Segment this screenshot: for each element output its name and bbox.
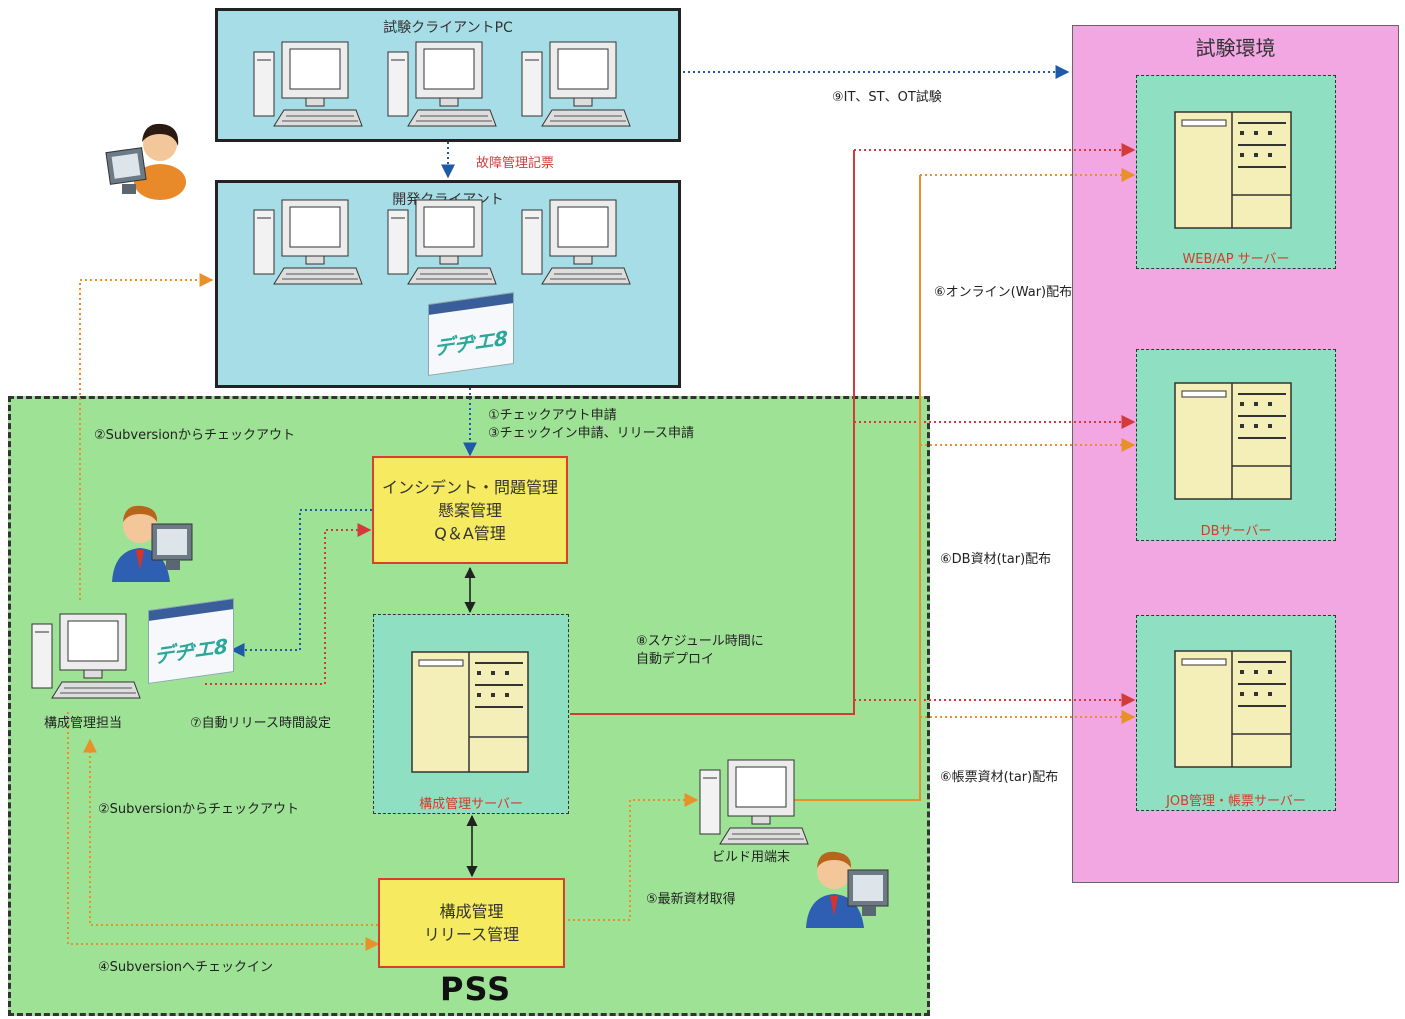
it-st-ot-label: ⑨IT、ST、OT試験 (832, 90, 942, 105)
dev-client-pc-icon-2 (387, 199, 497, 285)
web-ap-server-icon (1174, 111, 1292, 229)
auto-release-time-label: ⑦自動リリース時間設定 (190, 716, 332, 731)
builder-person-icon (806, 851, 889, 928)
incident-box-line2: 懸案管理 (437, 500, 502, 520)
release-box-line1: 構成管理 (439, 902, 504, 921)
deguchi-logo-dev-text: デヂエ8 (434, 325, 508, 361)
tester-person-icon (105, 123, 186, 200)
build-terminal-pc-icon (699, 759, 809, 845)
svn-checkin-label: ④Subversionへチェックイン (98, 960, 274, 975)
fault-report-label: 故障管理記票 (476, 156, 555, 171)
test-client-pc-icon-2 (387, 41, 497, 127)
config-manager-label: 構成管理担当 (44, 716, 123, 731)
deploy-report-label: ⑥帳票資材(tar)配布 (940, 770, 1059, 785)
svn-checkout-bottom-label: ②Subversionからチェックアウト (98, 802, 300, 817)
incident-box-line1: インシデント・問題管理 (381, 477, 558, 497)
checkout-request-label: ①チェックアウト申請 (488, 408, 617, 423)
db-server-icon (1174, 382, 1292, 500)
deguchi-logo-pss: デヂエ8 (148, 597, 234, 685)
deploy-online-label: ⑥オンライン(War)配布 (934, 285, 1073, 300)
deguchi-logo-pss-text: デヂエ8 (154, 633, 228, 669)
config-server-label: 構成管理サーバー (419, 797, 523, 812)
checkin-request-label: ③チェックイン申請、リリース申請 (488, 426, 695, 441)
incident-box-line3: Q＆A管理 (434, 523, 506, 543)
test-client-pc-icon-3 (521, 41, 631, 127)
dev-client-pc-icon-1 (253, 199, 363, 285)
pss-title: PSS (440, 970, 512, 1008)
config-server-icon (411, 651, 529, 773)
release-box-line2: リリース管理 (423, 925, 520, 944)
build-terminal-label: ビルド用端末 (712, 850, 791, 865)
incident-management-box: インシデント・問題管理 懸案管理 Q＆A管理 (372, 456, 568, 564)
web-ap-server-label: WEB/AP サーバー (1182, 252, 1290, 267)
test-client-pc-icon-1 (253, 41, 363, 127)
latest-material-label: ⑤最新資材取得 (646, 892, 736, 907)
db-server-label: DBサーバー (1200, 524, 1272, 539)
job-server-label: JOB管理・帳票サーバー (1166, 794, 1306, 809)
test-environment-title: 試験環境 (1195, 36, 1276, 60)
svn-checkout-top-label: ②Subversionからチェックアウト (94, 428, 296, 443)
config-manager-pc-icon (31, 613, 141, 699)
dev-client-pc-icon-3 (521, 199, 631, 285)
job-server-icon (1174, 650, 1292, 768)
auto-deploy-label-2: 自動デプロイ (636, 652, 715, 667)
test-client-title: 試験クライアントPC (383, 20, 513, 36)
auto-deploy-label-1: ⑧スケジュール時間に (636, 634, 764, 649)
deploy-db-label: ⑥DB資材(tar)配布 (940, 552, 1052, 567)
release-management-box: 構成管理 リリース管理 (378, 878, 565, 968)
deguchi-logo-dev: デヂエ8 (428, 291, 514, 377)
developer-person-icon (112, 505, 193, 582)
